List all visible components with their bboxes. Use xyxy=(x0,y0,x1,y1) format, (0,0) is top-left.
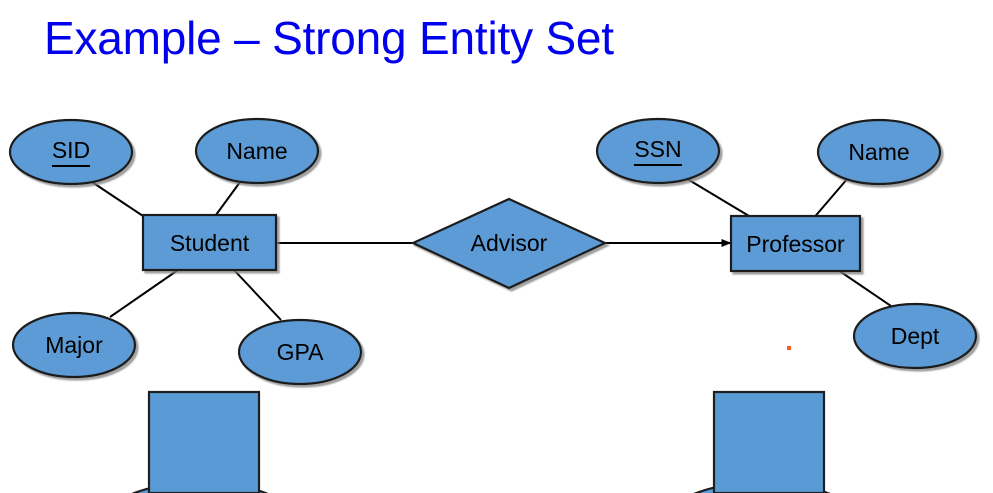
connector-ssn-professor xyxy=(683,176,755,220)
bottom-right-partial-group xyxy=(693,390,831,493)
attribute-ellipse-major[interactable] xyxy=(11,311,137,379)
attribute-ellipse-ssn[interactable] xyxy=(595,117,721,185)
connector-sid-student xyxy=(82,175,153,223)
attribute-ellipse-sid[interactable] xyxy=(8,118,134,186)
page-title: Example – Strong Entity Set xyxy=(44,12,614,64)
entity-rect-student[interactable] xyxy=(141,213,278,272)
bottom-left-partial-group xyxy=(131,390,269,493)
connector-gpa-student xyxy=(233,269,282,321)
connector-name-professor xyxy=(811,177,849,221)
attribute-ellipse-name-student[interactable] xyxy=(194,117,320,185)
bottom-left-rect xyxy=(147,390,261,493)
attribute-ellipse-gpa[interactable] xyxy=(237,318,363,386)
attribute-ellipse-name-professor[interactable] xyxy=(816,118,942,186)
entity-rect-professor[interactable] xyxy=(729,214,862,273)
bottom-right-rect xyxy=(712,390,826,493)
attribute-ellipse-dept[interactable] xyxy=(852,302,978,370)
red-dot-marker xyxy=(787,346,791,350)
connector-major-student xyxy=(109,269,179,318)
connector-lines xyxy=(82,175,892,321)
connector-name-student xyxy=(212,177,244,220)
connector-professor-dept xyxy=(837,269,892,307)
relationship-diamond-advisor[interactable] xyxy=(410,197,608,290)
attribute-shapes xyxy=(8,117,978,386)
